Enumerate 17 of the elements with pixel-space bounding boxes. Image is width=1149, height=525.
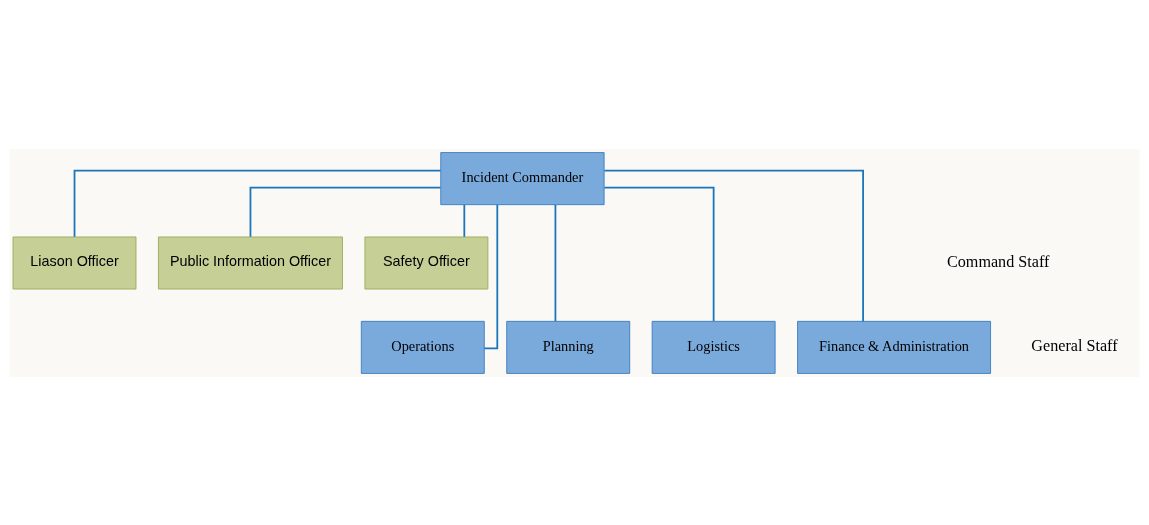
node-box: Planning xyxy=(506,320,631,374)
node-box: Operations xyxy=(360,320,485,374)
node-box: Logistics xyxy=(651,320,776,374)
connector xyxy=(73,169,442,238)
node-box: Finance & Administration xyxy=(797,320,991,374)
connector xyxy=(603,186,715,322)
connector xyxy=(249,186,442,238)
node-box: Safety Officer xyxy=(364,236,489,289)
node-box: Incident Commander xyxy=(440,151,605,205)
connector xyxy=(463,203,466,238)
label: General Staff xyxy=(1031,336,1118,354)
node-box: Liason Officer xyxy=(12,236,137,289)
node-box: Public Information Officer xyxy=(158,236,343,289)
connector xyxy=(603,169,864,322)
label: Command Staff xyxy=(947,252,1050,270)
connector xyxy=(483,203,499,349)
connector xyxy=(554,203,557,322)
